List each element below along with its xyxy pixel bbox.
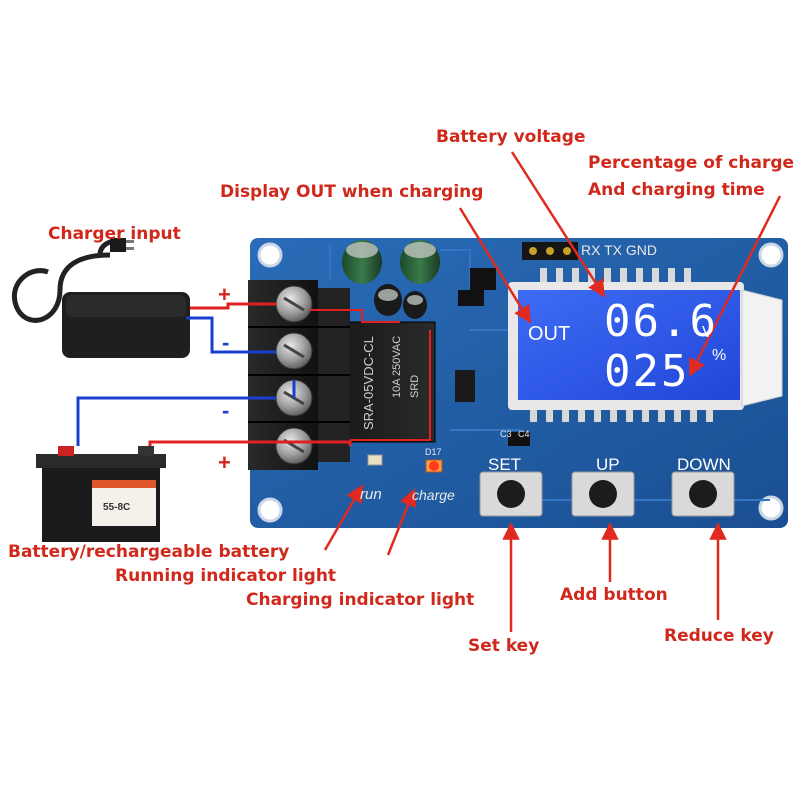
up-button-label: UP (596, 455, 620, 474)
battery (36, 446, 166, 542)
lcd-percent-value: 025 (604, 346, 690, 397)
serial-header (522, 242, 578, 260)
callout-arrows (323, 151, 782, 632)
lcd-voltage-unit: V (702, 324, 713, 341)
relay-rating: 10A 250VAC (391, 335, 403, 398)
charger-adapter (11, 238, 190, 358)
terminal-minus-bottom: - (222, 398, 230, 423)
relay-brand: SRD (409, 374, 421, 398)
capacitors (342, 240, 440, 319)
callout-add-button: Add button (560, 585, 668, 605)
relay (344, 321, 436, 443)
callout-battery-voltage: Battery voltage (436, 127, 586, 147)
down-button-label: DOWN (677, 455, 731, 474)
callout-percentage-of-charge: Percentage of charge (588, 153, 795, 173)
relay-model: SRA-05VDC-CL (361, 336, 376, 430)
run-led-label: run (360, 486, 382, 503)
battery-label: 55-8C (103, 502, 131, 513)
terminal-plus-bottom: + (218, 450, 231, 475)
lcd-out-label: OUT (528, 323, 571, 345)
lcd-percent-unit: % (712, 347, 727, 364)
terminal-minus-top: - (222, 330, 230, 355)
wiring (76, 302, 431, 446)
callout-charger-input: Charger input (48, 224, 181, 244)
lcd-module (508, 268, 783, 422)
terminal-plus-top: + (218, 282, 231, 307)
callout-charging-time: And charging time (588, 180, 765, 200)
callout-display-out: Display OUT when charging (220, 182, 484, 202)
charge-led-label: charge (412, 487, 455, 503)
ic-chips (455, 268, 530, 446)
serial-header-label: RX TX GND (581, 242, 657, 258)
led-ref: D17 (425, 447, 442, 457)
callout-set-key: Set key (468, 636, 540, 656)
terminal-block (248, 280, 350, 470)
cap-ref-2: C4 (518, 429, 530, 439)
lcd-voltage-value: 06.6 (604, 296, 718, 347)
callout-reduce-key: Reduce key (664, 626, 774, 646)
callout-charging-light: Charging indicator light (246, 590, 475, 610)
push-buttons (479, 471, 735, 517)
callout-battery: Battery/rechargeable battery (8, 542, 290, 562)
cap-ref-1: C3 (500, 429, 512, 439)
callout-running-light: Running indicator light (115, 566, 337, 586)
set-button-label: SET (488, 455, 522, 474)
indicator-leds (367, 454, 443, 473)
